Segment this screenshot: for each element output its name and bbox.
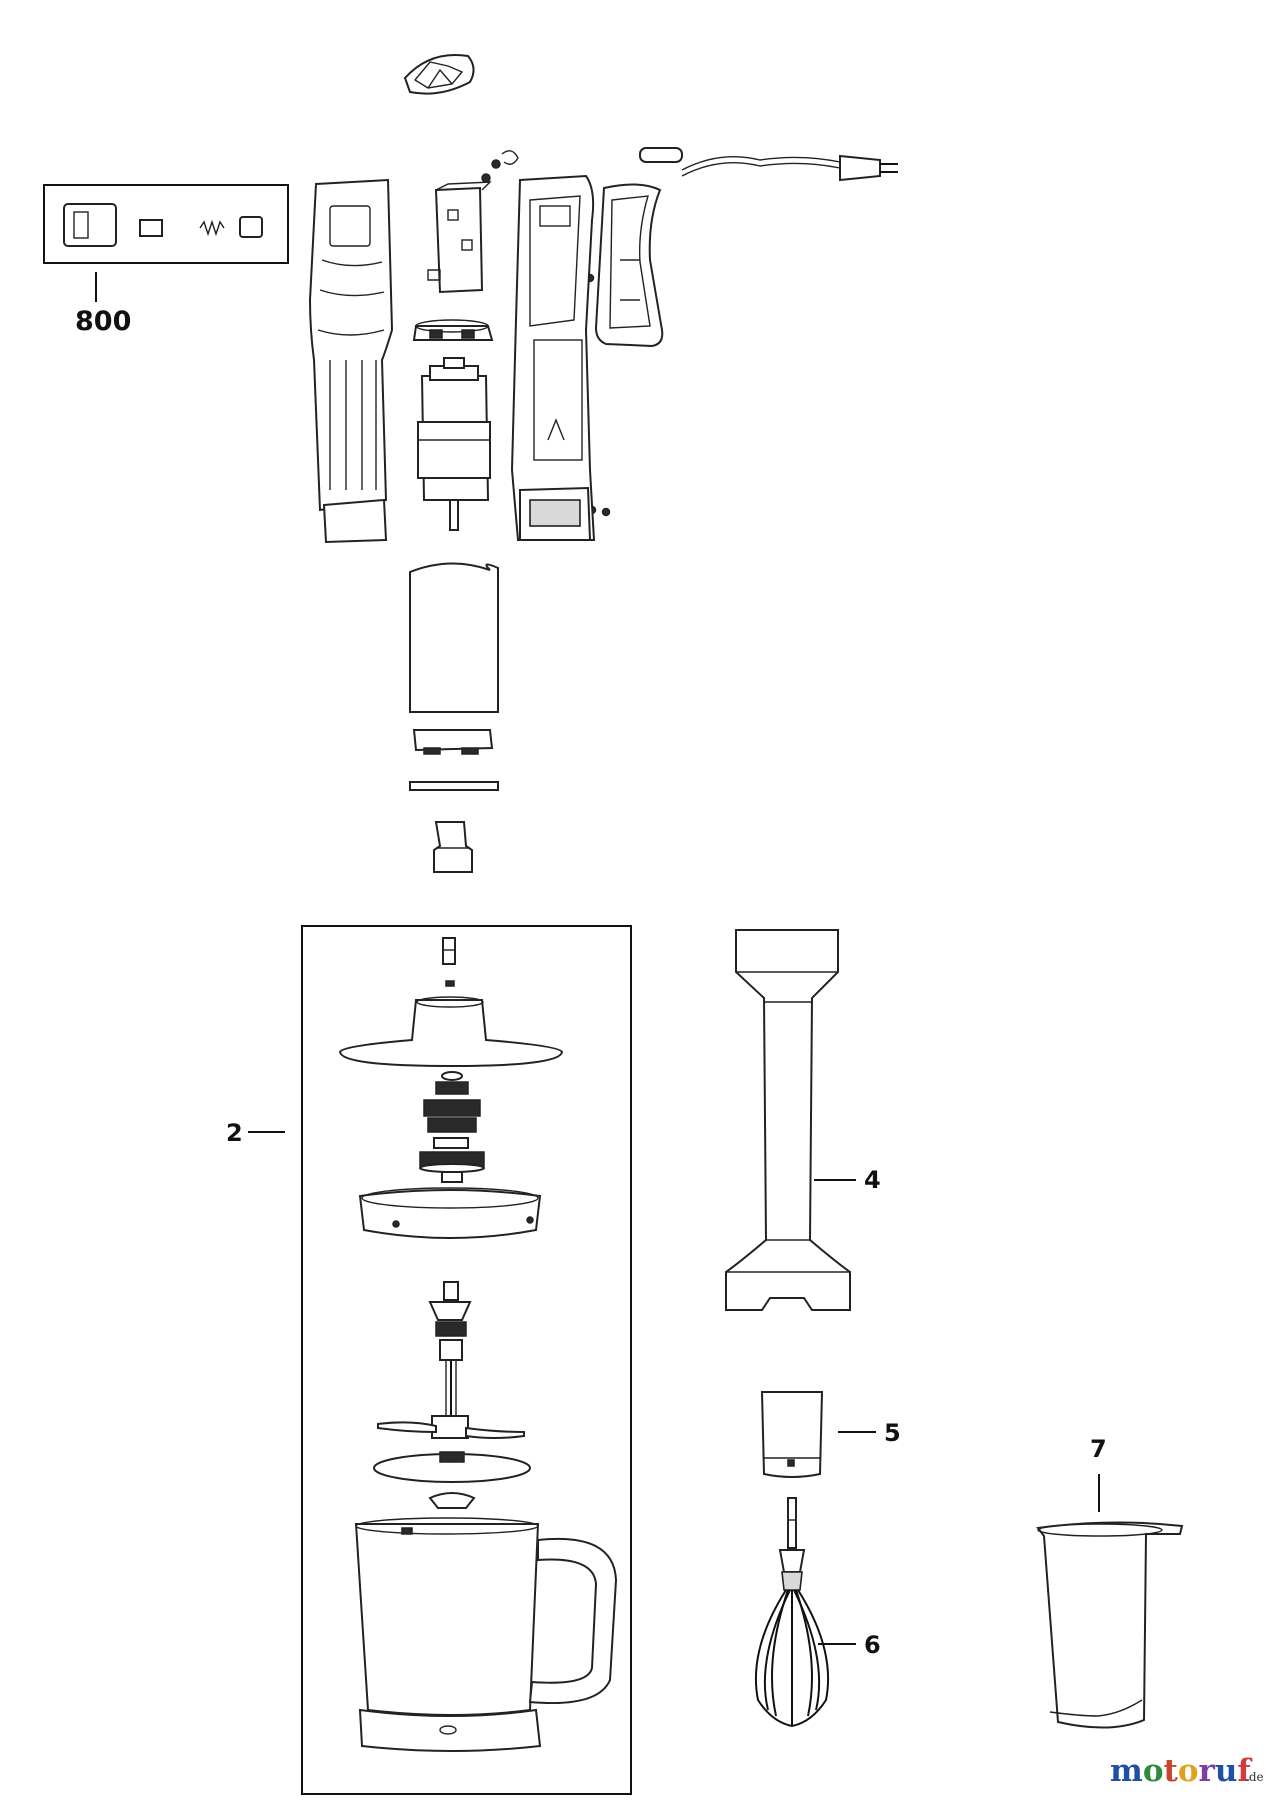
adapter-5-label: 5: [884, 1419, 901, 1447]
chopper-lid: [338, 996, 564, 1068]
kit-800-label: 800: [75, 306, 131, 337]
power-cord-part: [639, 147, 898, 182]
switch-board-part: [427, 181, 492, 294]
handle-housing-left: [308, 178, 394, 544]
chopper-kit-box: [301, 925, 632, 1795]
shaft-4-label: 4: [864, 1166, 881, 1194]
watermark-brand: motoruf: [1110, 1753, 1252, 1789]
whisk-part: [754, 1497, 830, 1728]
chopper-bowl: [354, 1517, 618, 1752]
chopper-blade: [377, 1421, 525, 1439]
chopper-base-pin: [428, 1492, 476, 1509]
chopper-blade-shaft: [428, 1281, 472, 1439]
blender-tube-part: [409, 562, 499, 713]
watermark-suffix: .de: [1245, 1770, 1264, 1784]
motor-part: [417, 357, 491, 531]
top-cap-part: [403, 54, 475, 95]
main-body-chassis: [510, 174, 596, 541]
watermark-logo: motoruf .de: [1110, 1753, 1264, 1789]
chopper-splash-disc: [373, 1451, 531, 1483]
measuring-beaker-part: [1036, 1521, 1184, 1729]
drive-socket-part: [433, 821, 473, 873]
chopper-drive-pin: [442, 937, 456, 987]
gear-ring-part: [412, 319, 494, 341]
blender-shaft-part: [725, 929, 851, 1311]
kit-800-box: [43, 184, 289, 264]
chopper-gear-housing: [358, 1187, 542, 1239]
whisk-adapter-part: [760, 1391, 824, 1478]
back-cover-part: [594, 183, 664, 348]
washer-part: [409, 781, 499, 791]
whisk-6-label: 6: [864, 1631, 881, 1659]
chopper-2-label: 2: [226, 1119, 243, 1147]
chopper-gear-stack: [419, 1071, 485, 1183]
beaker-7-label: 7: [1090, 1435, 1107, 1463]
coupling-part: [412, 729, 494, 755]
